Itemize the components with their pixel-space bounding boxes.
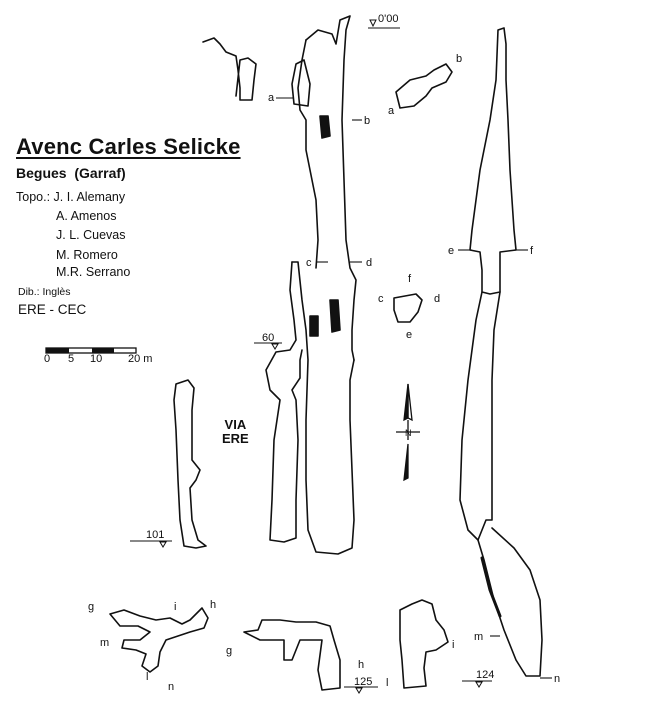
region-name: (Garraf) <box>74 165 126 181</box>
section-bottom-i <box>399 599 449 689</box>
letter-g-plan: g <box>88 601 94 613</box>
letter-n-plan: n <box>168 681 174 693</box>
letter-m-plan: m <box>100 637 109 649</box>
depth-marker-124 <box>475 681 483 688</box>
letter-g-section: g <box>226 645 232 657</box>
main-shaft-lower <box>291 261 355 555</box>
letter-e-right: e <box>448 245 454 257</box>
depth-label-125: 125 <box>354 676 372 688</box>
right-shaft-bottom <box>477 527 543 677</box>
credit-topo-line: Topo.: J. I. Alemany <box>16 188 125 207</box>
route-label: VIA ERE <box>222 418 249 446</box>
north-label: N <box>405 428 412 438</box>
section-upper-right <box>395 63 453 109</box>
credit-person-4: M. Romero <box>56 248 118 262</box>
letter-d-cd: d <box>434 293 440 305</box>
main-shaft-upper-left-wall <box>297 39 319 269</box>
left-shaft <box>173 379 207 549</box>
letter-a-main: a <box>268 92 275 104</box>
letter-h-section: h <box>358 659 364 671</box>
plan-bottom-left <box>109 607 209 673</box>
route-label-line-2: ERE <box>222 431 249 446</box>
right-shaft-black-wall <box>480 556 502 618</box>
credit-topo-prefix: Topo.: <box>16 190 51 204</box>
credit-person-1: J. I. Alemany <box>53 190 126 204</box>
hatched-block-mid <box>319 115 331 139</box>
letter-l-section: l <box>386 677 388 689</box>
credit-person-2: A. Amenos <box>56 209 117 223</box>
location-name: Begues <box>16 165 67 181</box>
section-upper-left <box>202 37 257 101</box>
letter-c-main: c <box>306 257 312 269</box>
main-shaft-lower-left <box>265 261 303 543</box>
letter-b-small: b <box>456 53 462 65</box>
letter-n-right: n <box>554 673 560 685</box>
hatched-block-upper <box>291 59 311 107</box>
depth-marker-125 <box>355 687 363 694</box>
scale-tick-20m: 20 m <box>128 353 152 365</box>
letter-h-plan: h <box>210 599 216 611</box>
scale-tick-10: 10 <box>90 353 102 365</box>
hatched-block-lower <box>309 315 319 337</box>
letter-f-cd: f <box>408 273 412 285</box>
depth-label-101: 101 <box>146 529 164 541</box>
page-title: Avenc Carles Selicke <box>16 134 241 159</box>
credit-group: ERE - CEC <box>18 302 87 317</box>
credit-drawing: Dib.: Inglès <box>18 286 71 298</box>
letter-a-small: a <box>388 105 395 117</box>
depth-marker-entrance <box>369 19 377 28</box>
letter-c-cd: c <box>378 293 384 305</box>
letter-i-section: i <box>452 639 454 651</box>
right-shaft <box>469 27 517 295</box>
depth-label-entrance: 0'00 <box>378 13 398 25</box>
letter-m-right: m <box>474 631 483 643</box>
depth-marker-60 <box>271 343 279 350</box>
depth-label-124: 124 <box>476 669 494 681</box>
letter-b-main: b <box>364 115 370 127</box>
letter-i-plan: i <box>174 601 176 613</box>
location-line: Begues (Garraf) <box>16 165 126 181</box>
letter-d-main: d <box>366 257 372 269</box>
route-label-line-1: VIA <box>224 417 247 432</box>
section-bottom-center <box>243 619 341 691</box>
scale-tick-0: 0 <box>44 353 50 365</box>
scale-tick-5: 5 <box>68 353 74 365</box>
letter-e-cd: e <box>406 329 412 341</box>
credit-person-5: M.R. Serrano <box>56 265 131 279</box>
depth-label-60: 60 <box>262 332 274 344</box>
credit-person-3: J. L. Cuevas <box>56 228 126 242</box>
right-shaft-lower <box>459 291 501 541</box>
letter-f-right: f <box>530 245 534 257</box>
letter-l-plan: l <box>146 671 148 683</box>
depth-marker-101 <box>159 541 167 548</box>
main-shaft-upper <box>305 15 357 361</box>
north-arrow <box>396 383 420 482</box>
hatched-block-lower-2 <box>329 299 341 333</box>
scale-bar <box>45 347 137 354</box>
section-cd <box>393 293 423 323</box>
